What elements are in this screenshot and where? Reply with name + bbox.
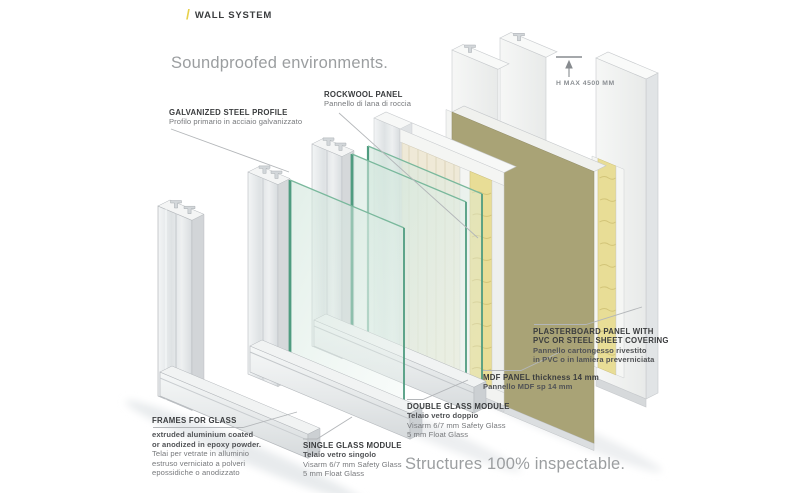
callout-spec: estruso verniciato a polveri [152, 458, 246, 468]
callout-spec: 5 mm Float Glass [407, 430, 469, 440]
frame-rail-end [307, 427, 321, 459]
callout-subtitle: in PVC o in lamiera preverniciata [533, 355, 655, 365]
callout-subtitle: Pannello di lana di roccia [324, 99, 412, 109]
callout-single-glass-module: SINGLE GLASS MODULE Telaio vetro singolo… [303, 441, 402, 479]
callout-title: PVC OR STEEL SHEET COVERING [533, 336, 669, 346]
back-panel-top [451, 44, 510, 70]
callout-plasterboard-panel: PLASTERBOARD PANEL WITH PVC OR STEEL SHE… [533, 327, 669, 365]
back-panel-top [499, 32, 558, 58]
callout-spec: 5 mm Float Glass [303, 469, 365, 479]
callout-title: FRAMES FOR GLASS [152, 416, 237, 425]
callout-spec: Visarm 6/7 mm Safety Glass [303, 459, 402, 469]
callout-subtitle: Telaio vetro singolo [303, 450, 377, 460]
leader-mdf [483, 351, 561, 371]
tagline-inspectable: Structures 100% inspectable. [405, 455, 626, 473]
page-header: / WALL SYSTEM [186, 7, 272, 21]
callout-galvanized-steel-profile: GALVANIZED STEEL PROFILE Profilo primari… [169, 108, 302, 127]
tagline-soundproofed: Soundproofed environments. [171, 54, 389, 72]
callout-spec: epossidiche o anodizzato [152, 468, 240, 478]
rockwool-texture [599, 176, 617, 356]
arrow-up-icon [565, 59, 573, 69]
single-glass-module [247, 165, 423, 440]
rear-panel-base [595, 377, 647, 408]
callout-spec: Telai per vetrate in alluminio [152, 449, 250, 459]
callout-subtitle: or anodized in epoxy powder. [152, 439, 262, 449]
rockwool-strip [597, 158, 617, 376]
frame-rail-end [473, 380, 487, 414]
callout-title: PLASTERBOARD PANEL WITH [533, 327, 654, 336]
leader-double-glass [407, 379, 469, 400]
callout-spec: Visarm 6/7 mm Safety Glass [407, 420, 506, 430]
frame-rail-end [409, 406, 423, 440]
callout-double-glass-module: DOUBLE GLASS MODULE Telaio vetro doppio … [407, 402, 510, 440]
height-dimension-label: H MAX 4500 MM [556, 80, 615, 87]
callout-title: SINGLE GLASS MODULE [303, 441, 402, 450]
leader-galvanized [170, 128, 290, 173]
callout-subtitle: Telaio vetro doppio [407, 411, 479, 421]
callout-rockwool-panel: ROCKWOOL PANEL Pannello di lana di rocci… [324, 90, 411, 109]
callout-title: GALVANIZED STEEL PROFILE [169, 108, 288, 117]
callout-title: MDF PANEL thickness 14 mm [483, 373, 600, 382]
callout-frames-for-glass: FRAMES FOR GLASS extruded aluminium coat… [152, 416, 261, 477]
accent-slash-icon: / [186, 6, 190, 22]
page-title: WALL SYSTEM [194, 10, 273, 21]
leader-lines [153, 112, 643, 440]
callout-subtitle: extruded aluminium coated [152, 430, 254, 440]
callout-title: ROCKWOOL PANEL [324, 90, 403, 99]
leader-rockwool [338, 112, 479, 239]
callout-title: DOUBLE GLASS MODULE [407, 402, 510, 411]
height-dimension [556, 56, 582, 77]
leader-frames [153, 411, 298, 428]
leader-plasterboard [534, 306, 643, 325]
callout-subtitle: Pannello MDF sp 14 mm [483, 382, 573, 392]
leader-single-glass [303, 416, 353, 440]
callout-subtitle: Profilo primario in acciaio galvanizzato [169, 117, 303, 127]
callout-mdf-panel: MDF PANEL thickness 14 mm Pannello MDF s… [483, 373, 599, 392]
callout-subtitle: Pannello cartongesso rivestito [533, 345, 647, 355]
